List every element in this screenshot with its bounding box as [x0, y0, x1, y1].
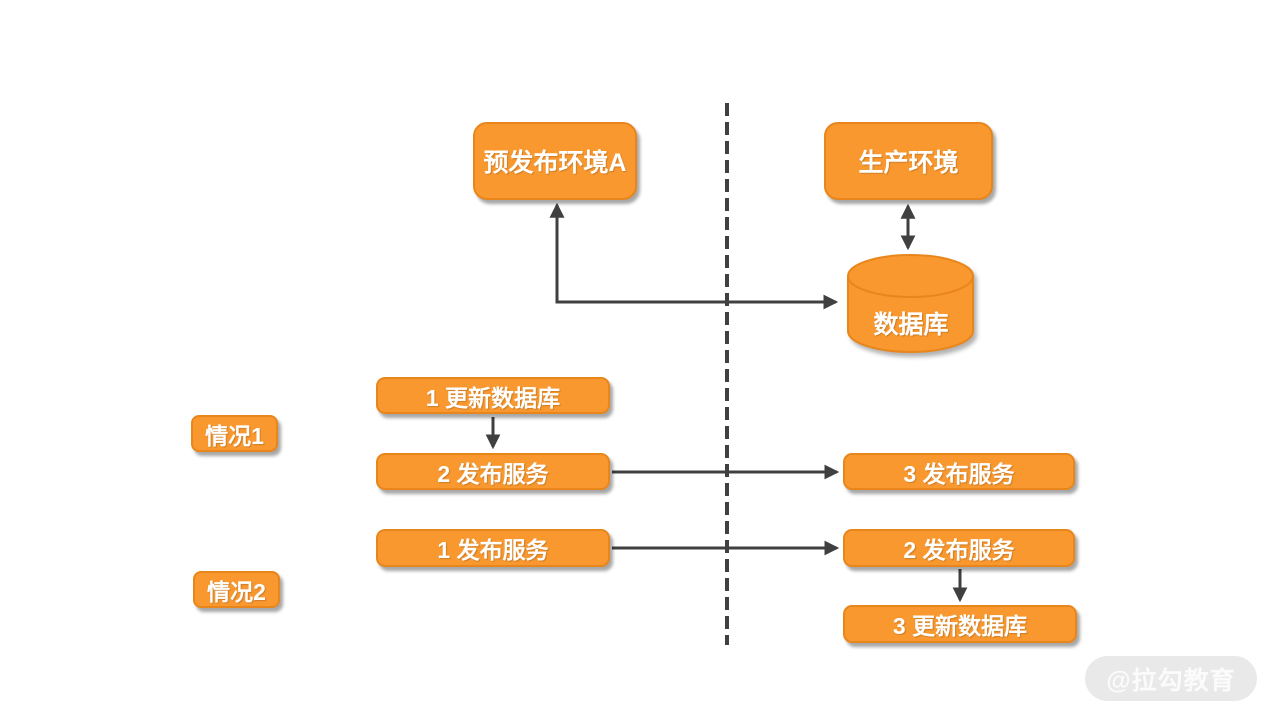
case2-step1-box: 1 发布服务: [376, 529, 610, 567]
node-staging-env: 预发布环境A: [473, 122, 637, 200]
node-production-env: 生产环境: [824, 122, 993, 200]
case1-step3-box: 3 发布服务: [843, 453, 1075, 490]
case2-label: 情况2: [193, 571, 280, 608]
case2-step3-box: 3 更新数据库: [843, 605, 1077, 643]
case1-label: 情况1: [191, 415, 278, 452]
case2-step2-box: 2 发布服务: [843, 529, 1075, 567]
database-label: 数据库: [873, 311, 949, 339]
database-cylinder: [847, 254, 974, 353]
case1-step1-box: 1 更新数据库: [376, 377, 610, 414]
case1-step2-box: 2 发布服务: [376, 453, 610, 490]
watermark-badge: @拉勾教育: [1085, 656, 1257, 701]
arrow-staging-database-elbow: [549, 202, 839, 310]
